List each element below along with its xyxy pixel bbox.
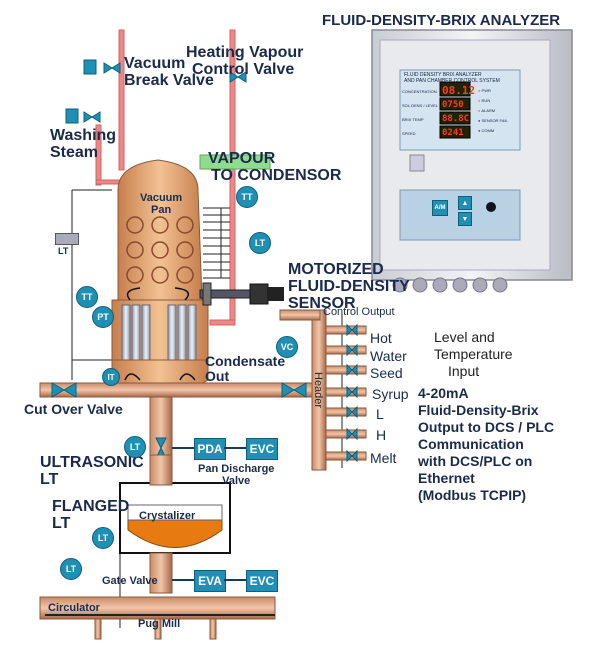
panel-header: FLUID DENSITY BRIX ANALYZER AND PAN CHAM… bbox=[404, 72, 500, 84]
lt-side-icon bbox=[55, 233, 79, 245]
vacuum-break-actuator bbox=[83, 59, 97, 75]
washing-steam-actuator bbox=[65, 108, 79, 124]
lt-flanged-instrument[interactable]: LT bbox=[92, 527, 114, 549]
status-alarm: ● ALARM bbox=[478, 108, 496, 113]
reading-1: 08.12 bbox=[442, 84, 476, 97]
row-label-3: BRIX TEMP bbox=[402, 117, 424, 122]
output-melt: Melt bbox=[370, 450, 397, 466]
pug-leg-3 bbox=[209, 618, 217, 640]
output-syrup: Syrup bbox=[372, 386, 409, 402]
it-instrument[interactable]: IT bbox=[102, 368, 120, 386]
evc1-connector bbox=[224, 447, 246, 449]
row-label-2: SOL.DENS / LEVEL bbox=[402, 103, 439, 108]
vacuum-pan bbox=[111, 159, 209, 456]
panel-readings: 08.12 0750 88.8C 0241 bbox=[442, 83, 475, 140]
row-label-1: CONCENTRATION bbox=[402, 89, 437, 94]
gate-valve-label: Gate Valve bbox=[102, 575, 158, 587]
panel-header-2: AND PAN CHAMBER CONTROL SYSTEM bbox=[404, 78, 500, 84]
panel-status: ● PWR ● RUN ● ALARM ● SENSOR FAIL ● COMM bbox=[478, 86, 508, 136]
up-button[interactable]: ▲ bbox=[458, 196, 472, 210]
pda-box[interactable]: PDA bbox=[194, 438, 226, 460]
am-button[interactable]: A/M bbox=[432, 200, 448, 216]
eva-box[interactable]: EVA bbox=[194, 570, 226, 592]
lt-pan-instrument[interactable]: LT bbox=[249, 232, 271, 254]
output-h: H bbox=[376, 427, 387, 443]
header-label: Header bbox=[312, 372, 324, 409]
vc-instrument[interactable]: VC bbox=[276, 336, 298, 358]
cut-over-valve-label: Cut Over Valve bbox=[24, 401, 123, 417]
status-sensor: ● SENSOR FAIL bbox=[478, 118, 508, 123]
pda-connector bbox=[172, 447, 194, 449]
reading-2: 0750 bbox=[442, 100, 464, 110]
reading-3: 88.8C bbox=[442, 114, 470, 124]
vapour-pipe bbox=[199, 154, 271, 170]
crystalizer-label: Crystalizer bbox=[139, 510, 196, 522]
analyzer-title: FLUID-DENSITY-BRIX ANALYZER bbox=[322, 12, 561, 29]
evc-box-1[interactable]: EVC bbox=[246, 438, 278, 460]
header-branches bbox=[325, 325, 367, 461]
level-temp-label: Level and Temperature Input bbox=[434, 329, 513, 379]
eva-connector bbox=[172, 579, 194, 581]
pug-mill-label: Pug Mill bbox=[138, 618, 181, 630]
lt-ultrasonic-instrument[interactable]: LT bbox=[124, 436, 146, 458]
output-l: L bbox=[376, 406, 384, 422]
cutover-pipe bbox=[39, 382, 313, 398]
lt-side-label: LT bbox=[58, 246, 69, 256]
evc2-connector bbox=[224, 579, 246, 581]
status-comm: ● COMM bbox=[478, 128, 495, 133]
output-water: Water bbox=[370, 348, 407, 364]
down-button[interactable]: ▼ bbox=[458, 212, 472, 226]
control-output-label: Control Output bbox=[323, 306, 395, 318]
lt-gate-instrument[interactable]: LT bbox=[60, 558, 82, 580]
output-description: 4-20mA Fluid-Density-Brix Output to DCS … bbox=[418, 385, 555, 503]
row-label-4: SPEED bbox=[402, 131, 416, 136]
output-seed: Seed bbox=[370, 365, 403, 381]
knob-icon[interactable] bbox=[486, 202, 496, 212]
pug-leg-2 bbox=[154, 618, 162, 640]
crystalizer-vessel bbox=[119, 454, 231, 594]
motorized-sensor bbox=[199, 282, 284, 306]
tt-lower-instrument[interactable]: TT bbox=[76, 286, 98, 308]
panel-header-1: FLUID DENSITY BRIX ANALYZER bbox=[404, 72, 482, 78]
status-run: ● RUN bbox=[478, 98, 491, 103]
tt-top-instrument[interactable]: TT bbox=[236, 186, 258, 208]
pug-leg-1 bbox=[94, 618, 102, 640]
output-hot: Hot bbox=[370, 330, 392, 346]
evc-box-2[interactable]: EVC bbox=[246, 570, 278, 592]
status-pwr: ● PWR bbox=[478, 88, 491, 93]
reading-4: 0241 bbox=[442, 128, 464, 138]
analyzer-cabinet bbox=[371, 29, 573, 293]
header-top-pipe bbox=[279, 309, 321, 321]
top-steam-pipes bbox=[95, 29, 236, 326]
circulator-label: Circulator bbox=[48, 602, 100, 614]
pt-instrument[interactable]: PT bbox=[92, 306, 114, 328]
panel-row-labels: CONCENTRATION SOL.DENS / LEVEL BRIX TEMP… bbox=[402, 85, 438, 141]
